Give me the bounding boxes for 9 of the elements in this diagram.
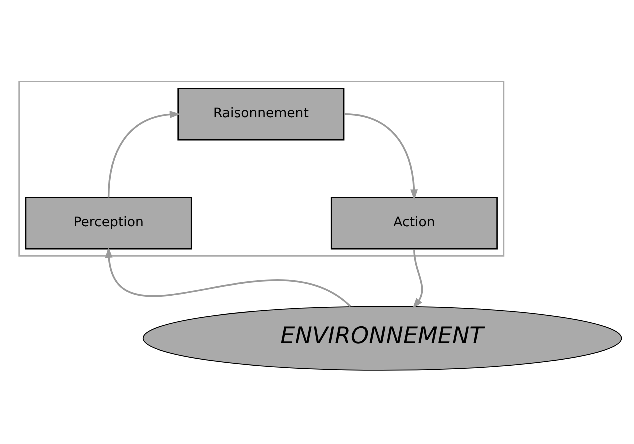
node-box: Perception (25, 196, 192, 250)
node-box: Raisonnement (178, 88, 345, 140)
node-box: Action (330, 196, 498, 250)
arrow (412, 249, 424, 308)
arrow (344, 113, 418, 200)
node-ellipse: ENVIRONNEMENT (142, 306, 622, 370)
arrow (108, 110, 181, 198)
cluster (18, 80, 505, 256)
arrow (105, 246, 352, 307)
